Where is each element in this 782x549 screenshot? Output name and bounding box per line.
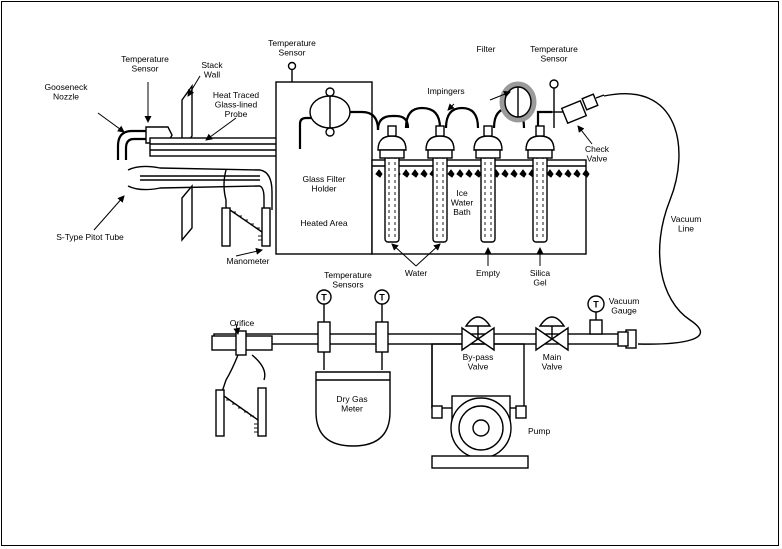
- water-label: Water: [405, 268, 428, 278]
- main-pipe: [213, 329, 637, 349]
- manometer-bottom: [215, 387, 267, 437]
- exit-filter: [499, 81, 537, 123]
- svg-text:T: T: [321, 293, 327, 303]
- empty-label: Empty: [476, 268, 501, 278]
- svg-text:T: T: [379, 293, 385, 303]
- ice-chunk: [465, 169, 473, 178]
- impinger-1: [377, 125, 407, 243]
- impinger-2: [425, 125, 455, 243]
- impingers-label: Impingers: [427, 86, 464, 96]
- svg-text:T: T: [593, 300, 599, 310]
- impinger-train: [376, 106, 552, 131]
- ice-chunk: [411, 169, 419, 178]
- meter-temperature-sensors: T T: [316, 289, 390, 353]
- ice-chunk: [447, 169, 455, 178]
- vacuum-gauge: T: [587, 295, 605, 335]
- ice-chunk: [555, 169, 563, 178]
- check-valve: [560, 93, 605, 125]
- manometer-top-label: Manometer: [227, 256, 270, 266]
- s-type-pitot-tube: [127, 165, 273, 210]
- bypass-valve: [461, 316, 495, 352]
- pump: [431, 395, 529, 469]
- ice-chunk: [564, 169, 572, 178]
- impinger-3: [473, 125, 503, 243]
- s-type-pitot-label: S-Type Pitot Tube: [56, 232, 124, 242]
- stack-wall: [181, 83, 193, 242]
- exit-temperature-sensor: [549, 79, 566, 128]
- orifice: [211, 330, 273, 393]
- heated-area-label: Heated Area: [300, 218, 348, 228]
- ice-chunk: [402, 169, 410, 178]
- ice-chunk: [510, 169, 518, 178]
- pump-label: Pump: [528, 426, 550, 436]
- glass-filter-holder: [298, 87, 380, 149]
- vacuum-line: [603, 93, 702, 345]
- manometer-top: [221, 169, 271, 247]
- ice-chunk: [519, 169, 527, 178]
- ice-chunk: [420, 169, 428, 178]
- dry-gas-meter: [315, 352, 391, 447]
- impinger-4: [525, 125, 555, 243]
- leader-lines: [93, 75, 593, 335]
- ice-chunk: [573, 169, 581, 178]
- main-valve: [535, 316, 569, 352]
- filter-label: Filter: [477, 44, 496, 54]
- ice-chunk: [375, 169, 383, 178]
- impingers-group: [377, 125, 555, 243]
- ice-chunk: [456, 169, 464, 178]
- ice-chunk: [546, 169, 554, 178]
- ice-chunk: [501, 169, 509, 178]
- orifice-label: Orifice: [230, 318, 255, 328]
- ice-chunk: [582, 169, 590, 178]
